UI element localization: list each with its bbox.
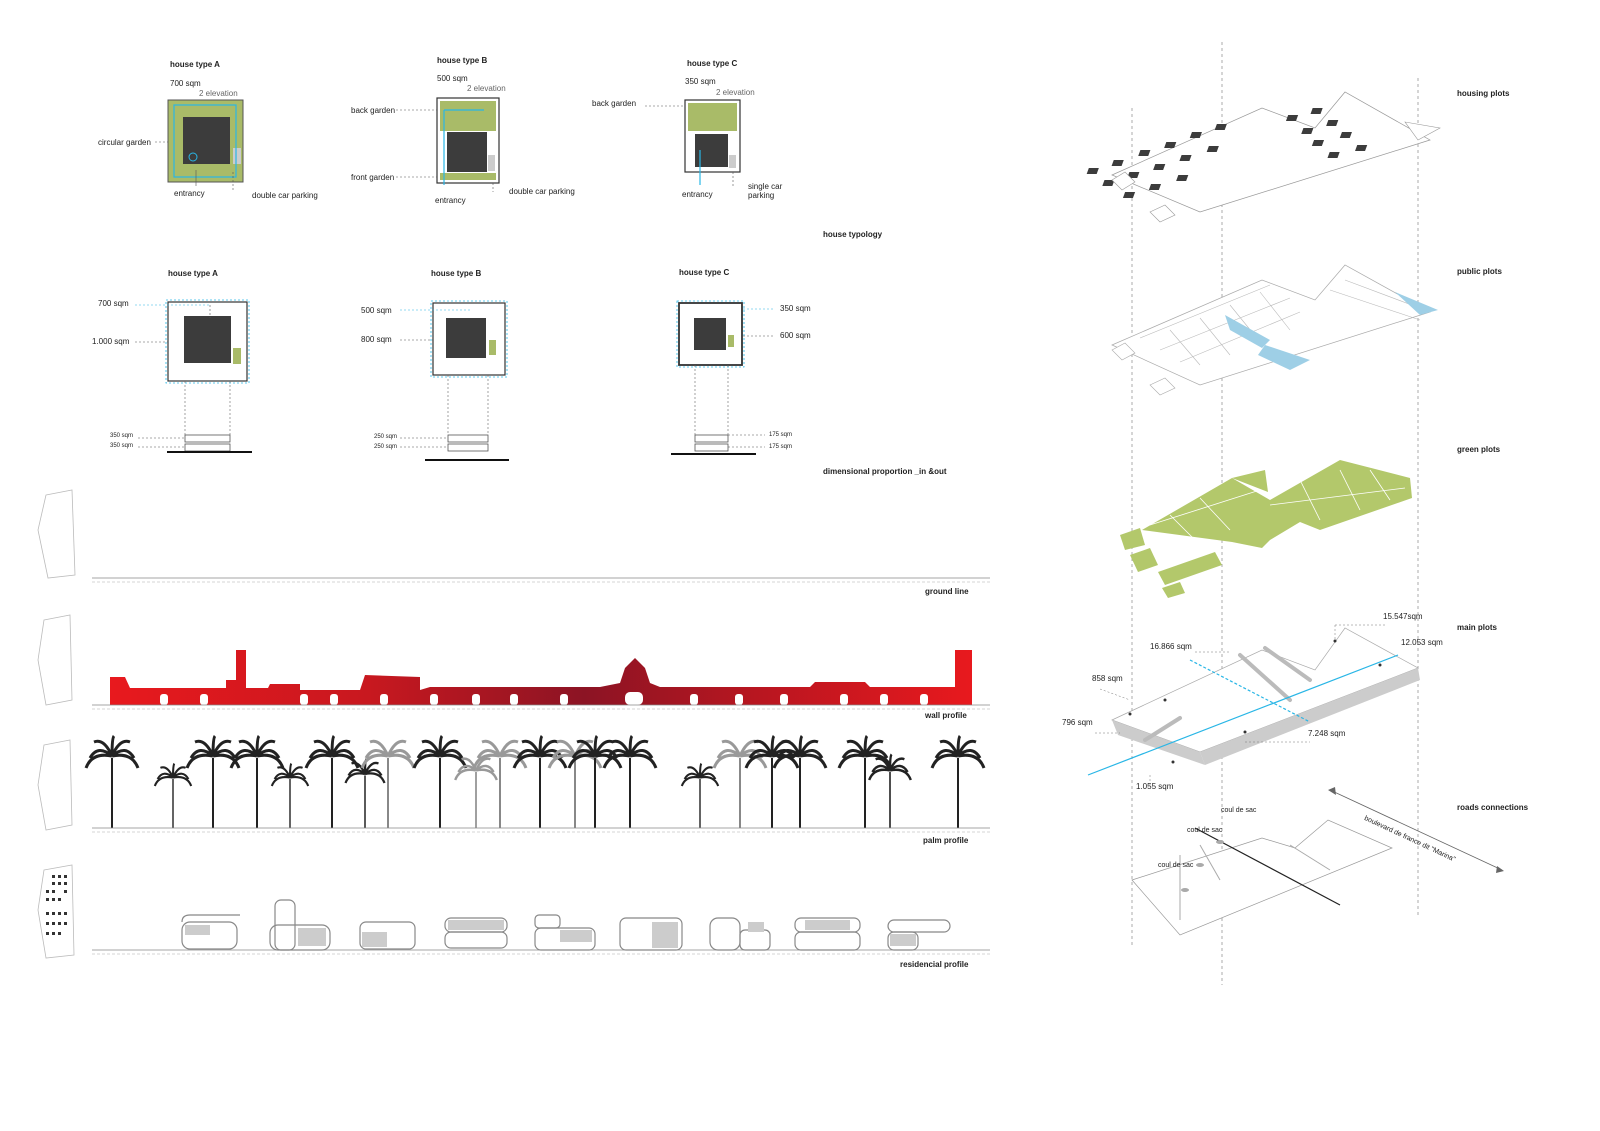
typology-house-c-entrancy: entrancy [682, 190, 713, 199]
roads-connections-label: roads connections [1457, 803, 1529, 812]
plan-house-a [155, 99, 244, 192]
typology-house-a-circular-garden: circular garden [98, 138, 151, 147]
typology-house-b-title: house type B [437, 56, 488, 65]
road-cul-de-sac-3: coul de sac [1158, 862, 1194, 869]
typology-house-b-parking: double car parking [509, 187, 575, 196]
proportion-house-b-outer: 800 sqm [361, 335, 392, 344]
main-plot-area-7: 1.055 sqm [1136, 782, 1174, 791]
green-plots-layer [1120, 460, 1412, 598]
proportion-house-b-inner: 500 sqm [361, 306, 392, 315]
proportion-house-c-level-1: 175 sqm [769, 432, 793, 438]
roads-connections-layer [1131, 787, 1504, 936]
proportion-house-a-level-1: 350 sqm [110, 433, 134, 439]
public-plots-label: public plots [1457, 267, 1502, 276]
house-typology-section-title: house typology [823, 230, 883, 239]
proportion-house-c-title: house type C [679, 268, 730, 277]
proportion-house-c-inner: 350 sqm [780, 304, 811, 313]
proportion-house-b-level-2: 250 sqm [374, 444, 398, 450]
main-plot-area-1: 15.547sqm [1383, 612, 1423, 621]
proportion-house-a [135, 299, 252, 453]
residential-profile-silhouette [92, 899, 990, 955]
proportion-house-a-title: house type A [168, 269, 218, 278]
dimensional-proportion-section-title: dimensional proportion _in &out [823, 467, 947, 476]
residential-thumbnail-dots [46, 875, 67, 935]
typology-house-a-entrancy: entrancy [174, 189, 205, 198]
main-plot-area-3: 12.053 sqm [1401, 638, 1443, 647]
green-plots-label: green plots [1457, 445, 1501, 454]
residencial-profile-label: residencial profile [900, 960, 969, 969]
proportion-house-a-level-2: 350 sqm [110, 443, 134, 449]
public-plots-layer [1111, 264, 1438, 396]
typology-house-a-parking: double car parking [252, 191, 318, 200]
typology-house-c-title: house type C [687, 59, 738, 68]
typology-house-c-back-garden: back garden [592, 99, 637, 108]
site-thumbnails [37, 489, 76, 959]
proportion-house-c-level-2: 175 sqm [769, 444, 793, 450]
palm-profile-silhouette [84, 734, 990, 833]
proportion-house-c-outer: 600 sqm [780, 331, 811, 340]
main-plots-layer [1087, 624, 1420, 785]
typology-house-c-elevation: 2 elevation [716, 88, 755, 97]
housing-plots-layer [1086, 91, 1441, 223]
typology-house-a-elevation: 2 elevation [199, 89, 238, 98]
typology-house-c-parking-line2: parking [748, 191, 775, 200]
typology-house-b-front-garden: front garden [351, 173, 395, 182]
plan-house-c [645, 99, 741, 186]
typology-house-c-area: 350 sqm [685, 77, 716, 86]
wall-profile-silhouette [92, 650, 990, 710]
proportion-house-b-level-1: 250 sqm [374, 434, 398, 440]
road-cul-de-sac-1: coul de sac [1221, 807, 1257, 814]
proportion-house-a-outer: 1.000 sqm [92, 337, 130, 346]
proportion-house-b-title: house type B [431, 269, 482, 278]
typology-house-b-elevation: 2 elevation [467, 84, 506, 93]
ground-line [92, 577, 990, 583]
main-plot-area-4: 858 sqm [1092, 674, 1123, 683]
typology-house-a-title: house type A [170, 60, 220, 69]
ground-line-label: ground line [925, 587, 969, 596]
wall-profile-label: wall profile [925, 711, 967, 720]
main-plots-label: main plots [1457, 623, 1498, 632]
typology-house-b-area: 500 sqm [437, 74, 468, 83]
palm-profile-label: palm profile [923, 836, 969, 845]
road-cul-de-sac-2: coul de sac [1187, 827, 1223, 834]
typology-house-b-entrancy: entrancy [435, 196, 466, 205]
plan-house-b [396, 97, 500, 192]
typology-house-b-back-garden: back garden [351, 106, 396, 115]
main-plot-area-2: 16.866 sqm [1150, 642, 1192, 651]
proportion-house-a-inner: 700 sqm [98, 299, 129, 308]
main-plot-area-6: 7.248 sqm [1308, 729, 1346, 738]
typology-house-a-area: 700 sqm [170, 79, 201, 88]
proportion-house-b [400, 300, 509, 461]
main-plot-area-5: 796 sqm [1062, 718, 1093, 727]
typology-house-c-parking-line1: single car [748, 182, 783, 191]
proportion-house-c [671, 300, 775, 455]
housing-plots-label: housing plots [1457, 89, 1510, 98]
